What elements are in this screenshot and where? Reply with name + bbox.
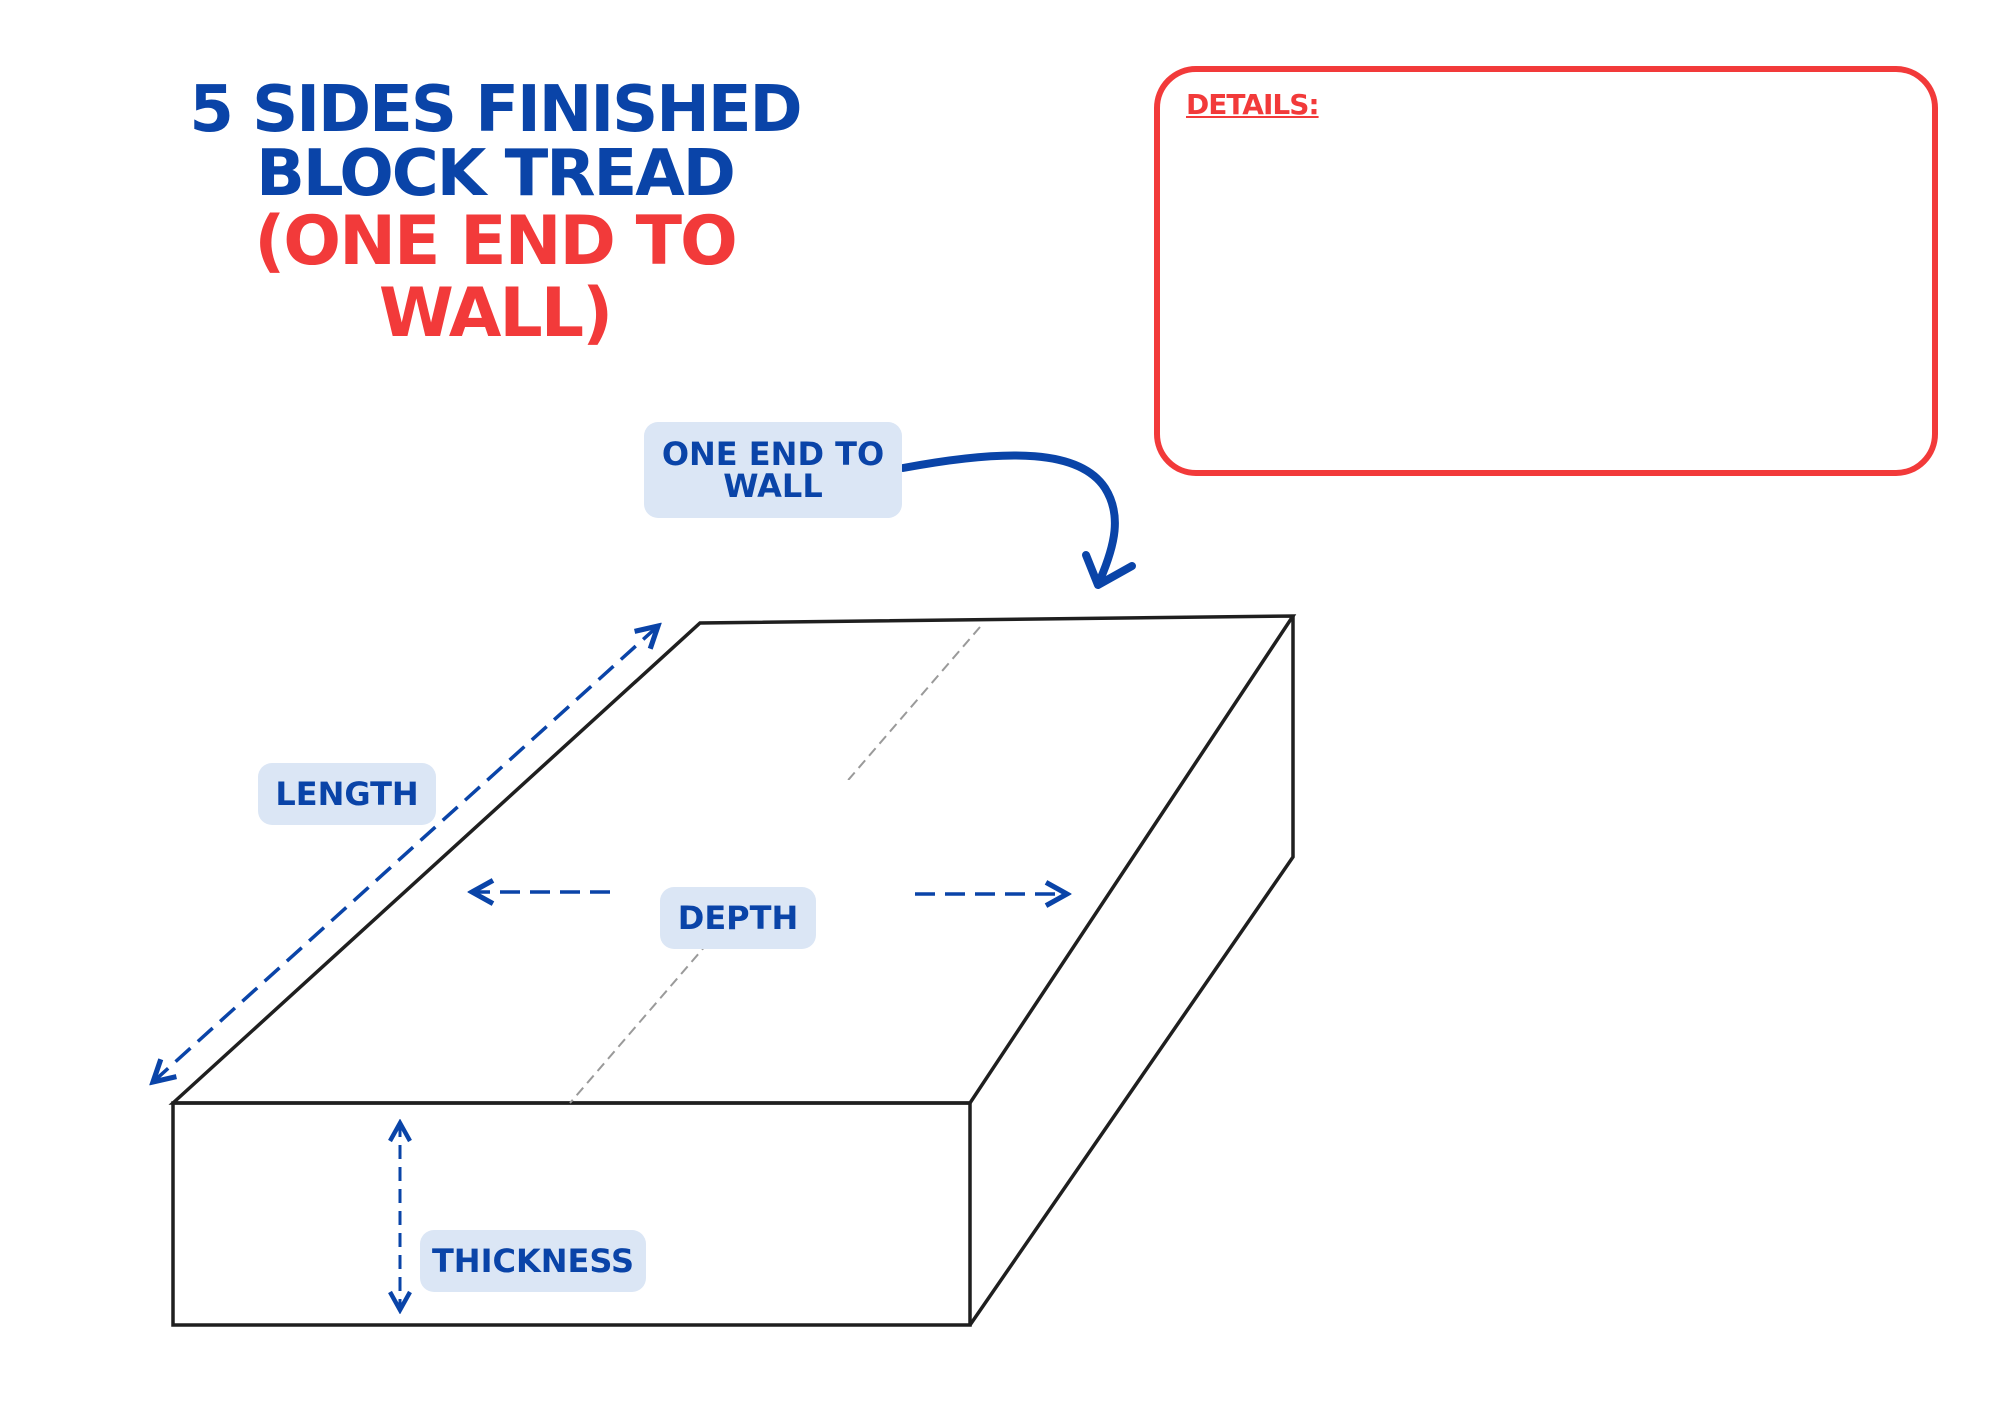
one-end-to-wall-label: ONE END TO WALL [644,422,902,518]
block-outline [168,614,1297,1327]
wall-pointer-arrowhead [1082,551,1136,589]
title-line-2: BLOCK TREAD [256,137,736,211]
depth-label: DEPTH [660,887,816,949]
details-label: DETAILS: [1186,88,1320,121]
length-dimension-arrow [153,626,658,1082]
diagram-title: 5 SIDES FINISHED BLOCK TREAD (ONE END TO… [150,78,840,350]
wall-pointer-arrow [899,451,1119,584]
details-box: DETAILS: [1154,66,1938,476]
wall-label-line-2: WALL [723,467,823,505]
center-line [569,626,981,1104]
title-line-1: 5 SIDES FINISHED [189,73,802,147]
title-line-3: (ONE END TO WALL) [254,202,738,353]
wall-label-line-1: ONE END TO [661,435,885,473]
length-label: LENGTH [258,763,436,825]
block-end-face [968,616,1295,1326]
thickness-label: THICKNESS [420,1230,646,1292]
